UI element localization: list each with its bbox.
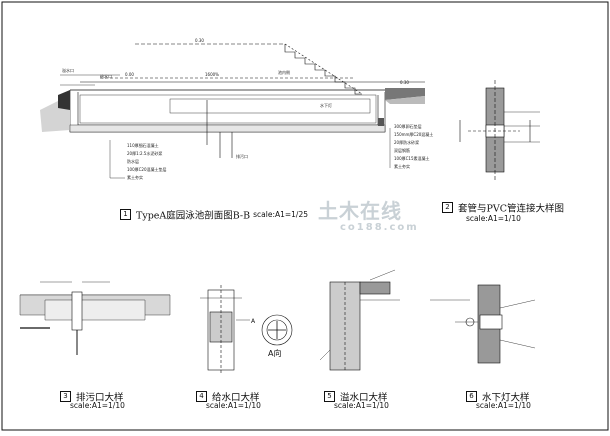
- caption-5-title: 溢水口大样: [340, 392, 388, 404]
- caption-2-number: 2: [442, 202, 453, 213]
- supply-detail: [200, 285, 293, 375]
- label-6: 排污口: [236, 153, 248, 159]
- note-right-0: 300厚卵石垫层: [394, 123, 422, 129]
- note-right-4: 100厚C15素混凝土: [394, 155, 430, 161]
- notes-left: 110厚细石混凝土 20厚1:2.5水泥砂浆 防水层 100厚C20混凝土垫层 …: [127, 142, 167, 180]
- drain-detail: [19, 281, 171, 355]
- label-5: 水下灯: [320, 102, 332, 108]
- caption-6-scale: scale:A1=1/10: [476, 401, 531, 410]
- sleeve-pvc-detail: [459, 80, 540, 180]
- watermark-url: co188.com: [340, 222, 419, 233]
- note-left-0: 110厚细石混凝土: [127, 142, 159, 148]
- caption-3: 3 排污口大样: [60, 386, 124, 405]
- label-3: 0.30: [400, 80, 409, 85]
- caption-4-scale: scale:A1=1/10: [206, 401, 261, 410]
- note-left-2: 防水层: [127, 158, 139, 164]
- note-right-1: 150mm厚C20混凝土: [394, 131, 433, 137]
- caption-5: 5 溢水口大样: [324, 386, 388, 405]
- caption-2-scale: scale:A1=1/10: [466, 214, 521, 223]
- caption-3-scale: scale:A1=1/10: [70, 401, 125, 410]
- note-right-5: 素土夯实: [394, 163, 410, 169]
- label-1: 1600%: [205, 72, 219, 77]
- caption-1-title: TypeA庭园泳池剖面图B-B: [136, 210, 251, 222]
- label-2: 0.00: [125, 72, 134, 77]
- caption-3-title: 排污口大样: [76, 392, 124, 404]
- caption-1-number: 1: [120, 209, 131, 220]
- note-left-1: 20厚1:2.5水泥砂浆: [127, 150, 162, 156]
- caption-3-number: 3: [60, 391, 71, 402]
- caption-4-title: 给水口大样: [212, 392, 260, 404]
- watermark-logo: 土木在线: [318, 199, 402, 223]
- caption-6-number: 6: [466, 391, 477, 402]
- view-label: A向: [268, 348, 281, 358]
- caption-4-number: 4: [196, 391, 207, 402]
- caption-1-scale: scale:A1=1/25: [253, 210, 309, 219]
- note-left-3: 100厚C20混凝土垫层: [127, 166, 167, 172]
- label-4: 池内侧: [278, 69, 290, 75]
- note-left-4: 素土夯实: [127, 174, 143, 180]
- pool-section-drawing: [40, 43, 425, 179]
- caption-5-number: 5: [324, 391, 335, 402]
- label-0: 0.30: [195, 38, 204, 43]
- note-right-2: 20厚防水砂浆: [394, 139, 419, 145]
- caption-4: 4 给水口大样: [196, 386, 260, 405]
- caption-6: 6 水下灯大样: [466, 386, 530, 405]
- pool-section-labels: 0.30 1600% 0.00 0.30 池内侧 水下灯 排污口 给水口 溢水口: [62, 38, 409, 159]
- light-detail: [430, 284, 536, 364]
- caption-5-scale: scale:A1=1/10: [334, 401, 389, 410]
- label-8: 溢水口: [62, 67, 74, 73]
- overflow-detail: [319, 269, 400, 371]
- note-right-3: 双层钢筋: [394, 147, 410, 153]
- notes-right: 300厚卵石垫层 150mm厚C20混凝土 20厚防水砂浆 双层钢筋 100厚C…: [394, 123, 433, 169]
- caption-2: 2 套管与PVC管连接大样图: [442, 197, 564, 216]
- caption-6-title: 水下灯大样: [482, 392, 530, 404]
- marker-a: A: [251, 318, 256, 325]
- caption-2-title: 套管与PVC管连接大样图: [458, 203, 565, 215]
- watermark: 土木在线 co188.com: [318, 195, 419, 233]
- label-7: 给水口: [100, 73, 112, 79]
